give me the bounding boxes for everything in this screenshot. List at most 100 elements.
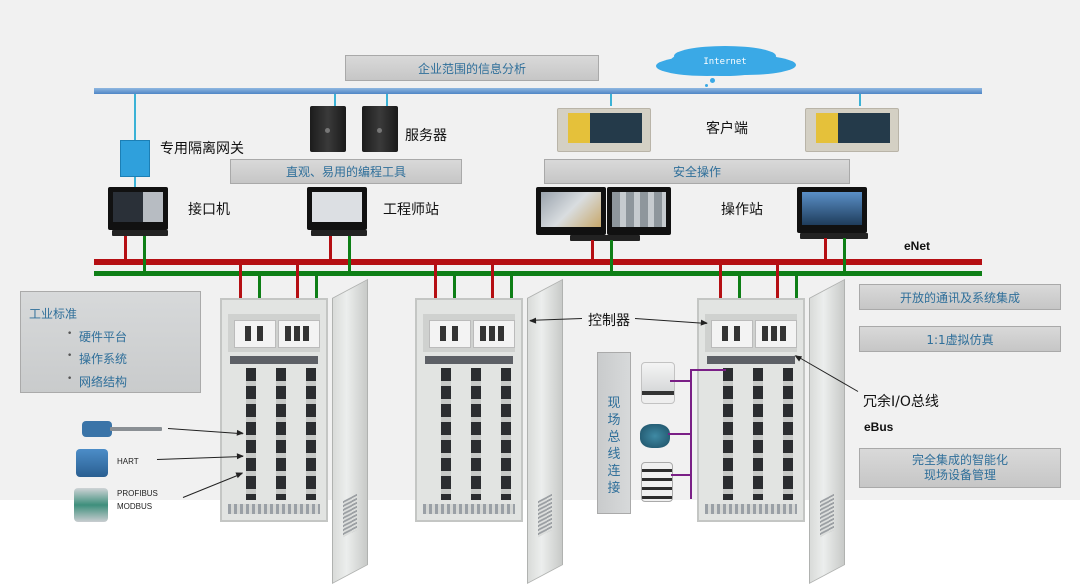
safe-operation-banner: 安全操作 bbox=[544, 159, 850, 184]
contactor-icon bbox=[641, 462, 673, 502]
profibus-label: PROFIBUS bbox=[117, 489, 158, 498]
server-icon bbox=[310, 106, 346, 152]
power-module-icon bbox=[473, 320, 515, 348]
enet-red-drop bbox=[824, 238, 827, 261]
enet-red-drop bbox=[776, 262, 779, 300]
enterprise-network-bus bbox=[94, 88, 982, 94]
io-module-column bbox=[246, 368, 256, 500]
cabinet-door bbox=[527, 278, 563, 584]
hart-flowmeter-icon bbox=[76, 449, 108, 477]
enet-green-drop bbox=[610, 240, 613, 273]
power-module-icon bbox=[755, 320, 797, 348]
smart-device-mgmt-line2: 现场设备管理 bbox=[923, 468, 996, 482]
gateway-label: 专用隔离网关 bbox=[160, 141, 244, 157]
enet-label: eNet bbox=[904, 239, 931, 253]
client-link bbox=[859, 94, 861, 106]
enet-red-drop bbox=[329, 236, 332, 261]
door-vent bbox=[343, 493, 357, 538]
internet-label: Internet bbox=[703, 57, 747, 67]
operator-station-monitor-icon bbox=[536, 187, 606, 235]
fieldbus-char: 连 bbox=[607, 464, 621, 479]
io-module-column bbox=[441, 368, 451, 500]
monitor-stand bbox=[570, 235, 640, 241]
control-cabinet bbox=[697, 298, 805, 522]
fieldbus-char: 线 bbox=[607, 447, 621, 462]
monitor-stand bbox=[112, 230, 168, 236]
motor-icon bbox=[640, 424, 670, 448]
virtual-sim-banner: 1:1虚拟仿真 bbox=[859, 326, 1061, 352]
enet-green-drop bbox=[843, 238, 846, 273]
fieldbus-connection-box: 现 场 总 线 连 接 bbox=[597, 352, 631, 514]
engineer-station-monitor-icon bbox=[307, 187, 367, 230]
engineer-station-label: 工程师站 bbox=[383, 202, 439, 218]
gateway-link bbox=[134, 94, 136, 140]
ebus-label: eBus bbox=[864, 420, 894, 434]
servers-label: 服务器 bbox=[405, 128, 447, 144]
io-bus-rail bbox=[707, 356, 795, 364]
io-module-column bbox=[501, 368, 511, 500]
open-comms-banner: 开放的通讯及系统集成 bbox=[859, 284, 1061, 310]
standard-item: 硬件平台 bbox=[67, 328, 127, 345]
standard-item: 网络结构 bbox=[67, 373, 127, 390]
io-module-column bbox=[306, 368, 316, 500]
client-computer-icon bbox=[557, 108, 651, 152]
io-module-column bbox=[276, 368, 286, 500]
io-module-column bbox=[723, 368, 733, 500]
io-bus-rail bbox=[230, 356, 318, 364]
controller-label: 控制器 bbox=[588, 313, 630, 329]
enet-red-drop bbox=[591, 240, 594, 261]
io-module-column bbox=[783, 368, 793, 500]
fieldbus-branch-line bbox=[671, 474, 690, 476]
fieldbus-char: 场 bbox=[607, 413, 621, 428]
isolation-gateway-icon bbox=[120, 140, 150, 177]
io-module-column bbox=[471, 368, 481, 500]
server-link bbox=[386, 94, 388, 106]
cabinet-door bbox=[332, 278, 368, 584]
enet-green-drop bbox=[258, 274, 261, 300]
enet-green-drop bbox=[143, 236, 146, 273]
standard-item: 操作系统 bbox=[67, 350, 127, 367]
enet-red-drop bbox=[296, 262, 299, 300]
enet-green-drop bbox=[795, 274, 798, 300]
io-bus-rail bbox=[425, 356, 513, 364]
industry-standards-box: 工业标准 硬件平台 操作系统 网络结构 bbox=[20, 291, 201, 393]
fieldbus-branch-line bbox=[668, 433, 690, 435]
temperature-probe-icon bbox=[110, 427, 162, 431]
enet-green-drop bbox=[453, 274, 456, 300]
fieldbus-char: 总 bbox=[607, 430, 621, 445]
enterprise-analysis-banner: 企业范围的信息分析 bbox=[345, 55, 599, 81]
server-link bbox=[334, 94, 336, 106]
client-computer-icon bbox=[805, 108, 899, 152]
enet-red-drop bbox=[239, 262, 242, 300]
fieldbus-char: 接 bbox=[607, 481, 621, 496]
fieldbus-branch-line bbox=[690, 369, 726, 371]
cloud-dot-icon bbox=[710, 78, 715, 83]
door-vent bbox=[538, 493, 552, 538]
interface-machine-label: 接口机 bbox=[188, 202, 230, 218]
enet-green-drop bbox=[315, 274, 318, 300]
enet-red-drop bbox=[719, 262, 722, 300]
controller-module-icon bbox=[234, 320, 276, 348]
fieldbus-char: 现 bbox=[607, 396, 621, 411]
enet-red-drop bbox=[124, 236, 127, 261]
terminal-strip bbox=[423, 504, 515, 514]
operator-station-monitor-icon bbox=[797, 187, 867, 233]
redundant-io-bus-label: 冗余I/O总线 bbox=[863, 394, 939, 410]
controller-module-icon bbox=[429, 320, 471, 348]
valve-positioner-icon bbox=[74, 488, 108, 522]
cabinet-door bbox=[809, 278, 845, 584]
control-cabinet bbox=[220, 298, 328, 522]
smart-device-mgmt-banner: 完全集成的智能化 现场设备管理 bbox=[859, 448, 1061, 488]
operator-station-label: 操作站 bbox=[721, 202, 763, 218]
modbus-label: MODBUS bbox=[117, 502, 153, 511]
temperature-transmitter-icon bbox=[82, 421, 112, 437]
cloud-dot-icon bbox=[705, 84, 708, 87]
enet-green-drop bbox=[348, 236, 351, 273]
fieldbus-branch-line bbox=[670, 380, 690, 382]
control-cabinet bbox=[415, 298, 523, 522]
enet-green-bus bbox=[94, 271, 982, 276]
server-icon bbox=[362, 106, 398, 152]
client-link bbox=[610, 94, 612, 106]
programming-tools-banner: 直观、易用的编程工具 bbox=[230, 159, 462, 184]
enet-red-drop bbox=[491, 262, 494, 300]
